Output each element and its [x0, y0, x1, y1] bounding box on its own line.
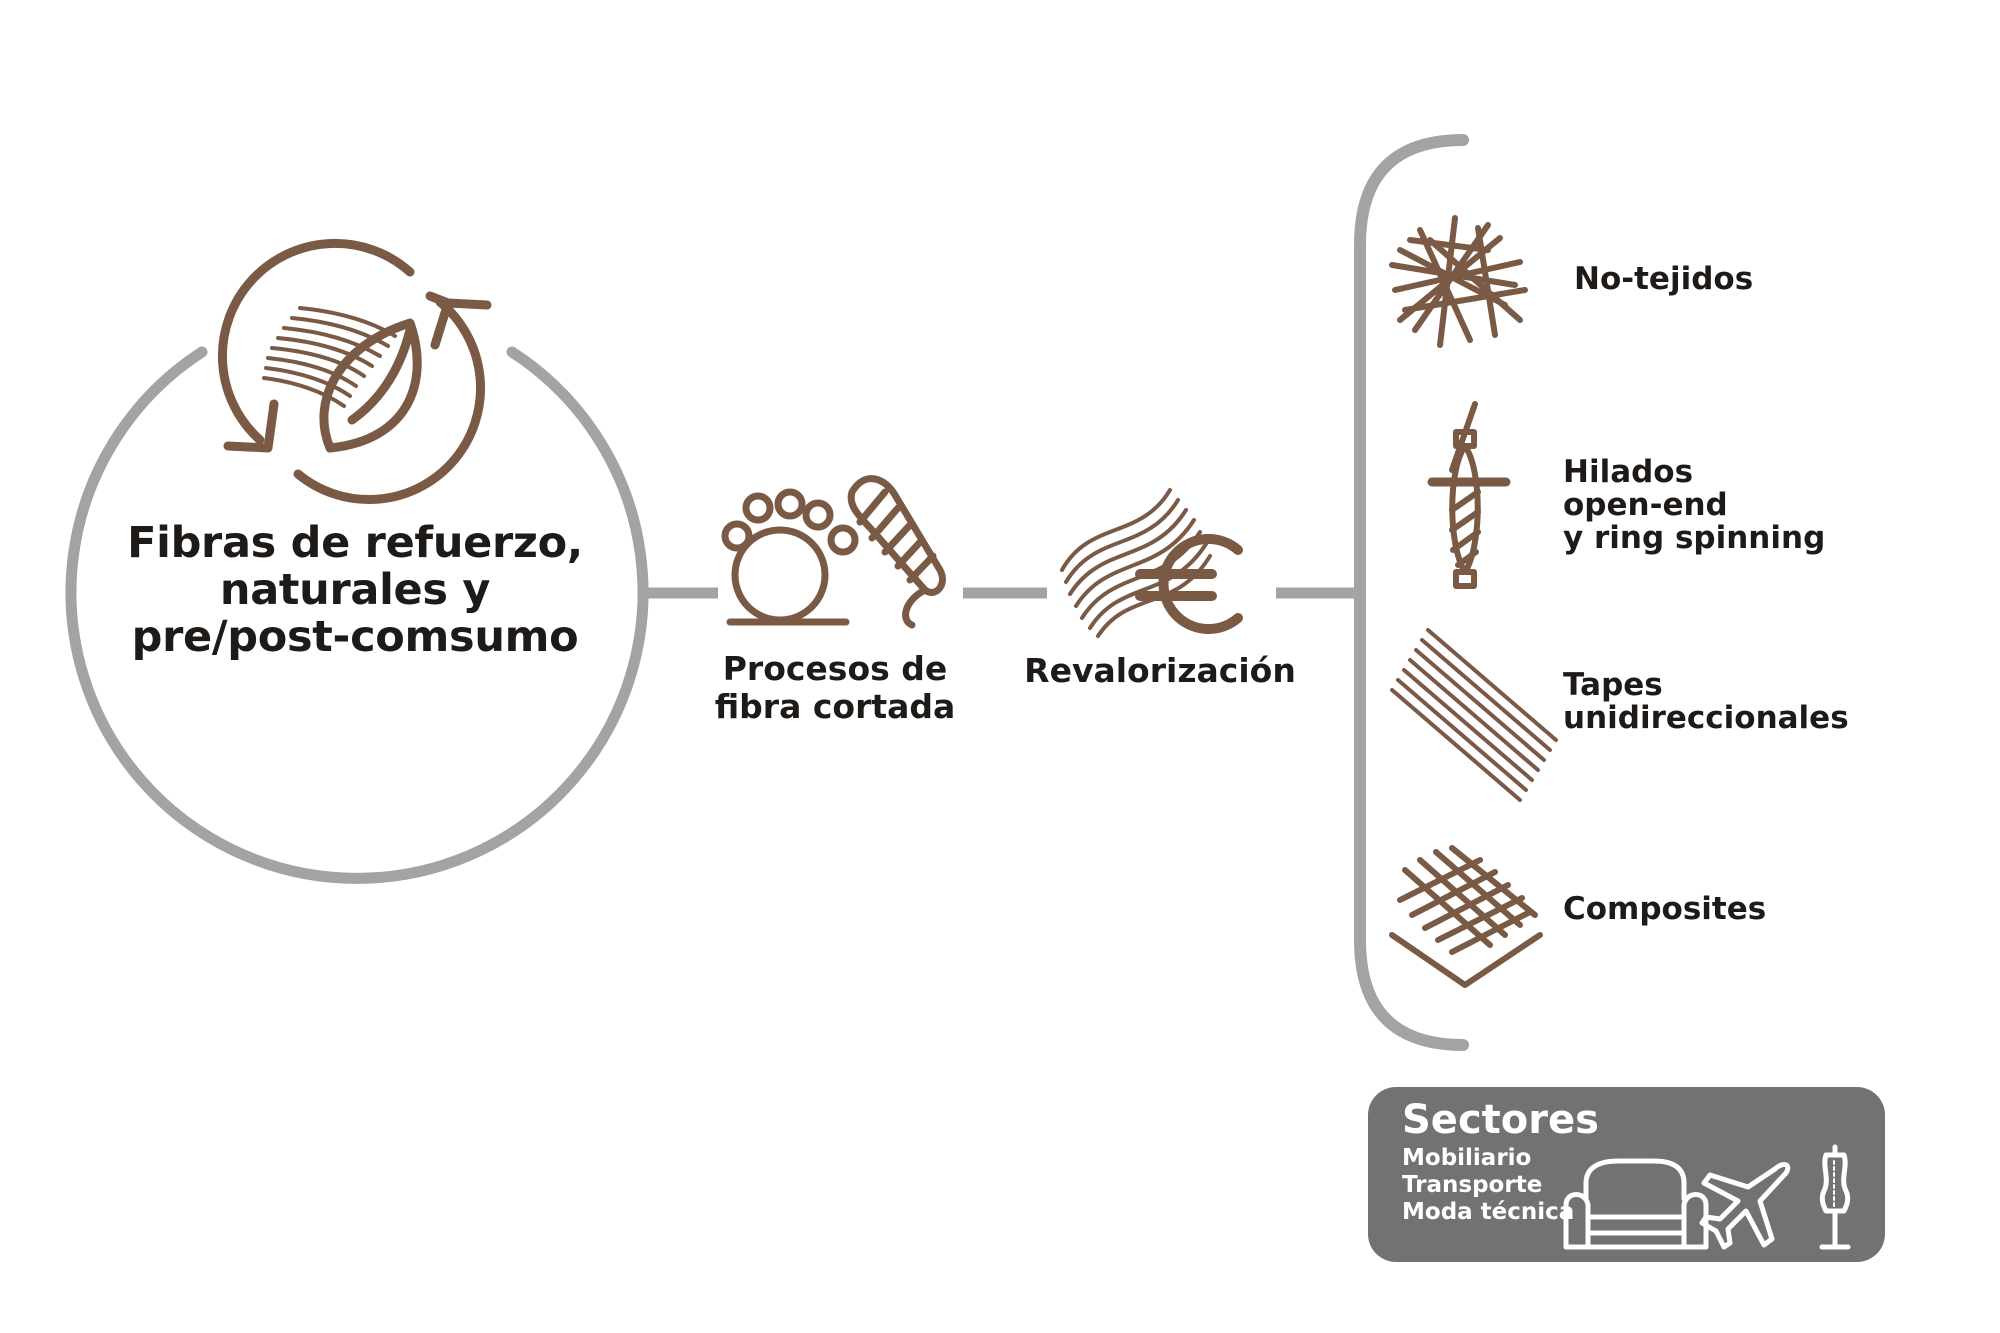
sector-item-transport: Transporte	[1402, 1172, 1543, 1198]
output-label-line: Tapes	[1563, 667, 1663, 703]
step-label-staple-fiber: Procesos de fibra cortada	[714, 649, 956, 726]
nonwoven-fibers-icon	[1389, 215, 1528, 348]
source-title-line-1: Fibras de refuerzo,	[127, 518, 583, 568]
output-label-line: Composites	[1563, 891, 1767, 927]
composite-layers-icon	[1389, 845, 1543, 988]
output-label-line: No-tejidos	[1574, 261, 1754, 297]
sector-item-technical-fashion: Moda técnica	[1402, 1199, 1575, 1225]
output-bracket	[1354, 134, 1469, 1051]
yarn-bobbin-icon	[1427, 401, 1511, 589]
source-title-line-3: pre/post-comsumo	[131, 612, 579, 662]
source-title-line-2: naturales y	[219, 565, 491, 615]
output-label-tapes: Tapes unidireccionales	[1563, 669, 1849, 735]
sector-icons	[1563, 1144, 1851, 1250]
step-label-revalorization: Revalorización	[1024, 651, 1296, 690]
airplane-icon	[1699, 1162, 1791, 1250]
output-label-nonwoven: No-tejidos	[1574, 263, 1753, 296]
output-label-line: unidireccionales	[1563, 700, 1849, 736]
source-circle-outline	[65, 346, 649, 884]
sectors-title: Sectores	[1402, 1097, 1599, 1143]
output-label-line: Hilados	[1563, 454, 1694, 490]
source-title: Fibras de refuerzo, naturales y pre/post…	[100, 520, 610, 661]
output-label-line: open-end	[1563, 487, 1728, 523]
sector-item-furniture: Mobiliario	[1402, 1145, 1532, 1171]
sectors-list: Mobiliario Transporte Moda técnica	[1402, 1145, 1574, 1226]
unidirectional-tape-icon	[1390, 628, 1558, 802]
sectors-panel: Sectores Mobiliario Transporte Moda técn…	[1368, 1087, 1885, 1262]
output-label-yarns: Hilados open-end y ring spinning	[1563, 456, 1825, 555]
dress-form-icon	[1819, 1144, 1851, 1250]
output-label-composites: Composites	[1563, 893, 1766, 926]
armchair-icon	[1563, 1158, 1709, 1250]
output-label-line: y ring spinning	[1563, 520, 1826, 556]
